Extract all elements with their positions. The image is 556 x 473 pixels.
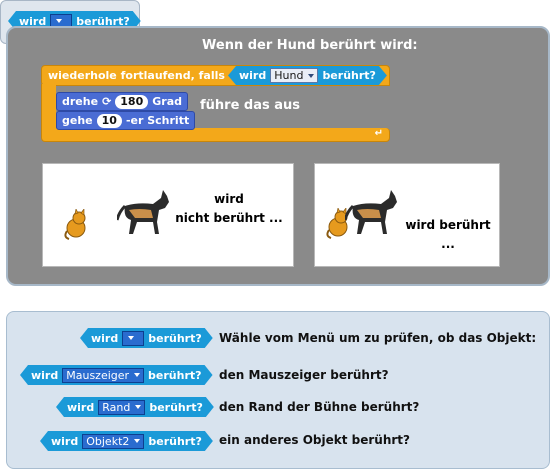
chevron-down-icon [128,336,134,340]
chevron-down-icon [56,19,62,23]
dropdown-value: Rand [102,400,131,414]
cond-label-right: berührt? [322,69,376,82]
sprite2-dropdown[interactable]: Objekt2 [82,434,144,449]
stage-touching: wird berührt ... [314,163,500,267]
not-touching-text: wird nicht berührt ... [171,190,287,228]
mouse-desc: den Mauszeiger berührt? [219,368,389,382]
mouse-dropdown[interactable]: Mauszeiger [62,368,144,383]
block-label-left: wird [67,400,95,414]
dog-sprite-icon [117,190,169,234]
cond-label-left: wird [239,69,267,82]
block-label-right: berührt? [148,434,202,448]
menu-hint-text: Wähle vom Menü um zu prüfen, ob das Obje… [219,331,537,345]
edge-desc: den Rand der Bühne berührt? [219,400,420,414]
dropdown-value: Objekt2 [86,434,130,448]
not-touching-line-1: wird [214,192,244,206]
edge-dropdown[interactable]: Rand [98,400,145,415]
do-label: führe das aus [200,98,301,113]
block-label-right: berührt? [149,400,203,414]
turn-block[interactable]: drehe ⟳ 180 Grad [56,92,189,111]
chevron-down-icon [308,74,314,78]
cat-sprite-icon [64,209,86,240]
cat-sprite-icon [326,208,348,239]
dropdown-value: Hund [274,69,304,82]
touching-text: wird berührt ... [405,218,491,251]
chevron-down-icon [134,439,140,443]
move-block[interactable]: gehe 10 -er Schritt [56,111,196,130]
touching-block-mouse[interactable]: wird Mauszeiger berührt? [20,365,213,385]
block-label-left: wird [31,368,59,382]
degrees-input[interactable]: 180 [115,94,149,109]
sprite2-desc: ein anderes Objekt berührt? [219,433,411,447]
rotate-clockwise-icon: ⟳ [102,95,112,108]
steps-input[interactable]: 10 [96,113,122,128]
dropdown-value: Mauszeiger [66,368,130,382]
c-block-bottom: ↵ [41,128,390,142]
stage-not-touching: wird nicht berührt ... [42,163,294,267]
sprite-dropdown[interactable]: Hund [270,68,318,83]
touching-block-empty[interactable]: wird berührt? [80,328,213,348]
block-label-left: wird [19,14,47,28]
turn-suffix: Grad [152,95,183,108]
loop-label: wiederhole fortlaufend, falls [48,69,225,82]
turn-label: drehe [62,95,99,108]
not-touching-line-2: nicht berührt ... [175,211,283,225]
dropdown[interactable] [122,331,144,346]
touching-condition-block[interactable]: wird Hund berührt? [228,66,387,85]
move-suffix: -er Schritt [125,114,190,127]
panel-title: Wenn der Hund berührt wird: [202,38,418,53]
chevron-down-icon [134,373,140,377]
loop-arrow-icon: ↵ [374,128,383,139]
block-label-left: wird [91,331,119,345]
dog-sprite-icon [345,190,397,234]
move-label: gehe [62,114,93,127]
c-block-arm [41,84,56,134]
block-label-right: berührt? [148,331,202,345]
chevron-down-icon [135,405,141,409]
block-label-right: berührt? [76,14,130,28]
block-label-left: wird [51,434,79,448]
touching-block-edge[interactable]: wird Rand berührt? [56,397,214,417]
block-label-right: berührt? [148,368,202,382]
touching-block-sprite2[interactable]: wird Objekt2 berührt? [40,431,213,451]
